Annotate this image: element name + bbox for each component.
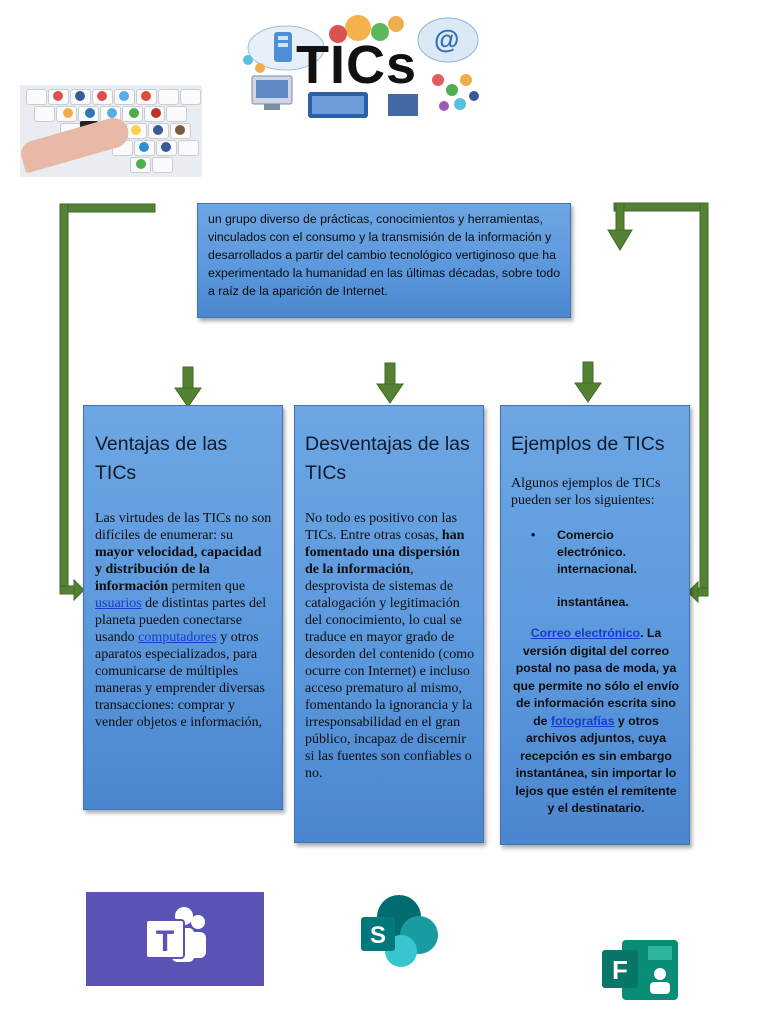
keyboard-photo: [20, 85, 202, 177]
down-arrow-1-stem: [182, 366, 194, 390]
down-arrow-3-head: [574, 382, 602, 403]
teams-logo: T: [86, 892, 264, 986]
ventajas-text-2: permiten que: [168, 579, 246, 594]
desventajas-text-1: No todo es positivo con las TICs. Entre …: [305, 511, 458, 543]
down-arrow-3-stem: [582, 361, 594, 385]
desventajas-box: Desventajas de las TICs No todo es posit…: [294, 405, 484, 843]
right-arrow-head: [687, 580, 699, 604]
computadores-link[interactable]: computadores: [138, 630, 217, 645]
tics-collage-icons: @: [243, 15, 479, 118]
instantanea-text: instantánea.: [557, 595, 629, 609]
ventajas-text-3: de distintas partes del planeta pueden c…: [95, 596, 267, 645]
fotografias-link[interactable]: fotografías: [550, 713, 615, 728]
left-vertical-connector: [59, 203, 69, 595]
ejemplos-title: Ejemplos de TICs: [511, 433, 665, 455]
left-arrow-head: [73, 578, 85, 602]
right-vertical-connector: [699, 202, 709, 597]
correo-text-1: . La versión digital del correo postal n…: [512, 626, 680, 728]
definition-box: un grupo diverso de prácticas, conocimie…: [197, 203, 571, 318]
ventajas-bold-1: mayor velocidad, capacidad y distribució…: [95, 545, 262, 594]
ejemplos-bullet-list: • Comercio electrónico. internacional.: [511, 527, 681, 578]
usuarios-link[interactable]: usuarios: [95, 596, 142, 611]
ventajas-title: Ventajas de las TICs: [95, 433, 228, 484]
right-down-arrow-head: [607, 229, 633, 251]
down-arrow-1-head: [174, 387, 202, 408]
left-top-connector: [59, 203, 156, 213]
forms-logo: F: [600, 938, 680, 1002]
forms-icon: F: [602, 940, 678, 1000]
ventajas-text: Las virtudes de las TICs no son difícile…: [95, 510, 272, 731]
desventajas-title: Desventajas de las TICs: [305, 433, 470, 484]
header-banner: @ TICs: [238, 10, 498, 122]
svg-text:@: @: [434, 24, 459, 54]
bullet-line-2: electrónico.: [557, 545, 627, 559]
social-media-icons: [53, 91, 185, 169]
definition-text: un grupo diverso de prácticas, conocimie…: [208, 212, 561, 298]
desventajas-text-2: , desprovista de sistemas de catalogació…: [305, 562, 475, 781]
bullet-line-1: Comercio: [557, 528, 614, 542]
correo-text-2: y otros archivos adjuntos, cuya recepció…: [515, 713, 677, 816]
ejemplos-intro: Algunos ejemplos de TICs pueden ser los …: [511, 476, 661, 508]
svg-text:S: S: [370, 922, 386, 949]
sharepoint-logo: S: [355, 893, 445, 973]
sharepoint-icon: S: [361, 895, 438, 967]
correo-electronico-link[interactable]: Correo electrónico: [530, 626, 641, 640]
desventajas-text: No todo es positivo con las TICs. Entre …: [305, 510, 475, 782]
ventajas-text-4: y otros aparatos especializados, para co…: [95, 630, 265, 730]
right-down-stem: [615, 202, 625, 232]
banner-title: TICs: [296, 35, 418, 95]
svg-text:T: T: [156, 925, 174, 958]
down-arrow-2-stem: [384, 362, 396, 386]
down-arrow-2-head: [376, 383, 404, 404]
teams-icon: T: [145, 907, 206, 962]
bullet-dot-icon: •: [531, 528, 536, 542]
desventajas-bold-1: han fomentado una dispersión de la infor…: [305, 528, 465, 577]
ejemplos-box: Ejemplos de TICs Algunos ejemplos de TIC…: [500, 405, 690, 845]
bullet-line-3: internacional.: [557, 562, 637, 576]
correo-paragraph: Correo electrónico. La versión digital d…: [511, 625, 681, 818]
svg-text:F: F: [612, 955, 628, 985]
ventajas-box: Ventajas de las TICs Las virtudes de las…: [83, 405, 283, 810]
ventajas-text-1: Las virtudes de las TICs no son difícile…: [95, 511, 272, 543]
right-top-connector: [613, 202, 709, 212]
